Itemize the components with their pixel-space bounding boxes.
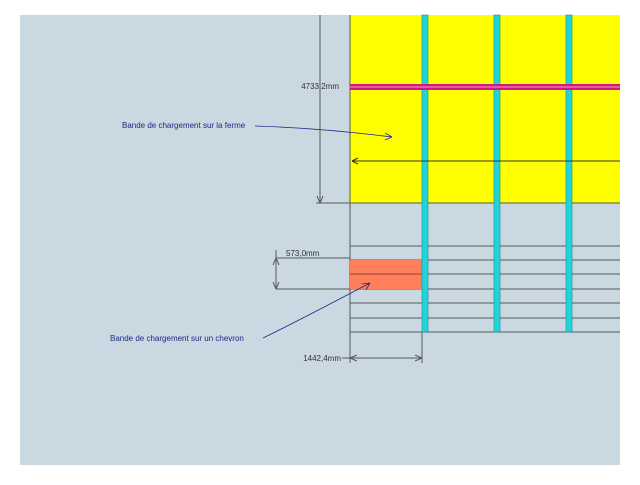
arrowhead xyxy=(365,282,371,291)
annotation-leaders xyxy=(254,125,393,339)
truss-band-dimension xyxy=(316,15,350,204)
arrowhead xyxy=(275,281,280,290)
arrowhead xyxy=(384,136,393,141)
arrowhead xyxy=(351,160,359,165)
rafter xyxy=(565,14,573,333)
arrowhead xyxy=(272,257,277,266)
arrowhead xyxy=(349,357,358,362)
rafter-band-dimension xyxy=(272,250,350,290)
arrowhead xyxy=(272,281,277,290)
arrowhead xyxy=(361,282,371,285)
arrowhead xyxy=(316,195,321,204)
arrowhead xyxy=(319,195,324,204)
rafter-spacing-dimension-label: 1442,4mm xyxy=(303,354,341,363)
ridge-beam xyxy=(350,84,620,90)
rafter-band-dimension-label: 573,0mm xyxy=(286,249,320,258)
arrowhead xyxy=(414,357,423,362)
rafter xyxy=(493,14,501,333)
rafter-band-leader xyxy=(262,282,371,339)
truss-band-dimension-label: 4733,2mm xyxy=(301,82,339,91)
arrowhead xyxy=(384,132,393,138)
arrowhead xyxy=(349,354,358,359)
rafter xyxy=(421,14,429,333)
rafter-band-annotation: Bande de chargement sur un chevron xyxy=(110,334,244,343)
truss-band-annotation: Bande de chargement sur la ferme xyxy=(122,121,246,130)
truss-loading-band xyxy=(350,15,620,203)
arrowhead xyxy=(351,157,359,162)
arrowhead xyxy=(275,257,280,266)
truss-band-leader xyxy=(254,125,393,138)
rafters xyxy=(421,14,573,333)
band-pointer-arrow xyxy=(351,157,620,165)
rafter-spacing-dimension xyxy=(342,332,423,363)
arrowhead xyxy=(414,354,423,359)
